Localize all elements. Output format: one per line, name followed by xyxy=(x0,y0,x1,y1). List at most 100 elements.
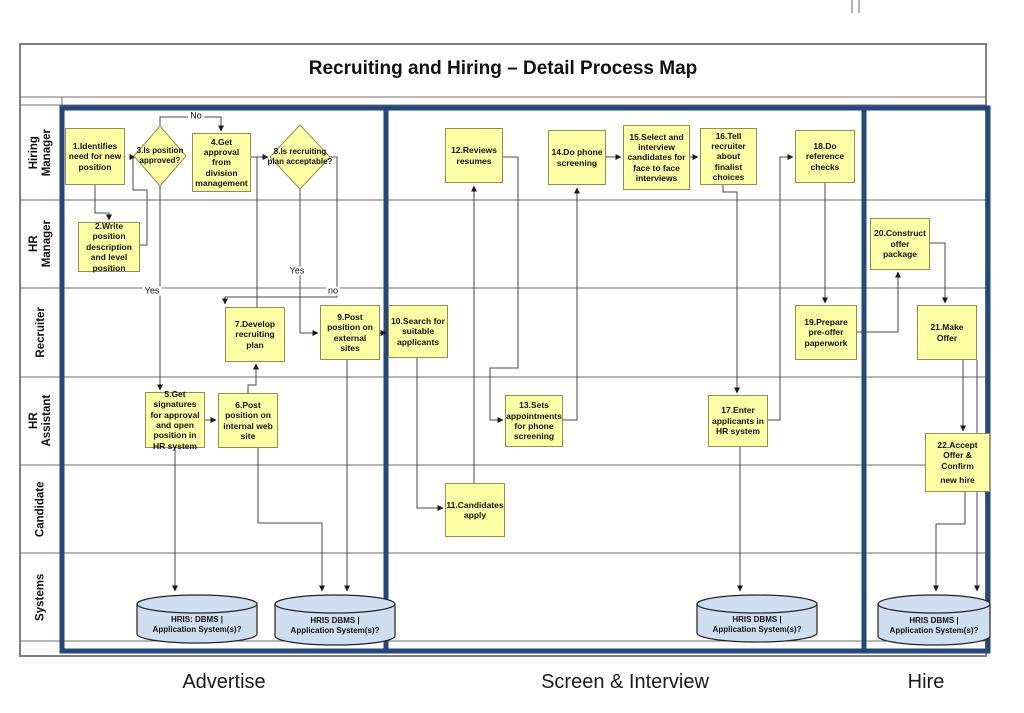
phase-label-advertise: Advertise xyxy=(182,671,266,693)
edge-label-yes-1: Yes xyxy=(142,285,162,296)
lane-label-systems: Systems xyxy=(21,553,61,641)
datastore-label-line: HRIS DBMS | xyxy=(732,614,782,624)
process-box-label: 2.Write position description and level p… xyxy=(86,221,132,273)
process-box-label: 4.Get approval from division management xyxy=(195,136,248,189)
process-box-label: 21.Make Offer xyxy=(930,322,964,343)
datastore-cylinder-lid xyxy=(877,603,991,614)
decision-diamond-d8 xyxy=(269,124,331,190)
lane-label-text: Candidate xyxy=(34,481,47,537)
process-box-10: 10.Search for suitable applicants xyxy=(388,305,448,358)
process-box-7: 7.Develop recruiting plan xyxy=(225,307,285,362)
process-box-label: 10.Search for suitable applicants xyxy=(391,315,445,347)
decision-label-d8: 8.Is recruiting plan acceptable? xyxy=(267,147,333,166)
datastore-cylinder-c1 xyxy=(136,594,258,644)
lane-label-text: HR Manager xyxy=(28,220,54,268)
page-title: Recruiting and Hiring – Detail Process M… xyxy=(308,58,698,79)
lane-label-hr-manager: HR Manager xyxy=(21,200,61,288)
edge-label-no-0: No xyxy=(188,110,204,121)
process-box-label: 9.Post position on external sites xyxy=(327,311,373,353)
datastore-cylinder-lid xyxy=(136,603,258,614)
process-box-label: 20.Construct offer package xyxy=(874,228,926,260)
edge-16-17 xyxy=(722,185,740,394)
process-box-1: 1.Identifies need for new position xyxy=(65,128,125,185)
datastore-label-c1: HRIS: DBMS |Application System(s)? xyxy=(137,610,257,640)
process-box-15: 15.Select and interview candidates for f… xyxy=(623,125,690,190)
lane-label-text: Systems xyxy=(34,573,47,621)
datastore-label-line: Application System(s)? xyxy=(290,626,380,635)
process-box-17: 17.Enter applicants in HR system xyxy=(708,395,768,447)
lane-label-hr-assistant: HR Assistant xyxy=(21,377,61,465)
edge-6-c2 xyxy=(257,448,325,592)
datastore-label-line: HRIS DBMS | xyxy=(310,616,360,626)
process-box-11: 11.Candidates apply xyxy=(445,483,505,537)
process-box-label: 16.Tell recruiter about finalist choices xyxy=(711,130,746,183)
datastore-label-c4: HRIS DBMS |Application System(s)? xyxy=(878,610,990,642)
lane-label-recruiter: Recruiter xyxy=(21,288,61,377)
process-box-22: 22.Accept Offer & Confirm new hire xyxy=(925,433,990,492)
process-box-6: 6.Post position on internal web site xyxy=(218,393,278,448)
datastore-label-line: Application System(s)? xyxy=(712,624,802,634)
edge-22-c4 xyxy=(933,492,966,592)
datastore-label-line: Application System(s)? xyxy=(152,625,242,634)
edge-19-20 xyxy=(857,271,901,333)
process-box-16: 16.Tell recruiter about finalist choices xyxy=(700,128,757,185)
process-box-4: 4.Get approval from division management xyxy=(192,133,251,192)
edge-17-18 xyxy=(768,154,794,421)
datastore-cylinder-c4 xyxy=(877,594,991,646)
process-box-label: 5.Get signatures for approval and open p… xyxy=(150,388,200,451)
process-box-label: 11.Candidates apply xyxy=(446,499,504,520)
datastore-label-c3: HRIS DBMS |Application System(s)? xyxy=(697,610,817,639)
phase-border-hire xyxy=(861,105,991,654)
process-box-19: 19.Prepare pre-offer paperwork xyxy=(795,305,857,360)
process-box-label: 7.Develop recruiting plan xyxy=(234,318,276,350)
datastore-label-c2: HRIS DBMS |Application System(s)? xyxy=(275,610,395,642)
phase-label-hire: Hire xyxy=(907,671,945,693)
process-box-5: 5.Get signatures for approval and open p… xyxy=(145,388,205,451)
process-box-label: 18.Do reference checks xyxy=(805,140,845,172)
datastore-cylinder-lid xyxy=(696,603,818,614)
decision-diamond-d3 xyxy=(133,125,187,187)
edge-1-2 xyxy=(94,185,112,221)
process-box-21: 21.Make Offer xyxy=(917,305,977,360)
lane-label-candidate: Candidate xyxy=(21,465,61,553)
process-box-label: 6.Post position on internal web site xyxy=(223,399,273,441)
lane-label-text: HR Assistant xyxy=(28,395,54,447)
edge-13-14 xyxy=(563,187,580,421)
datastore-cylinder-c2 xyxy=(274,594,396,646)
phase-label-screen-interview: Screen & Interview xyxy=(541,671,709,693)
edge-label-yes-2: Yes xyxy=(287,265,307,276)
process-box-9: 9.Post position on external sites xyxy=(320,305,380,360)
process-box-label: 15.Select and interview candidates for f… xyxy=(627,131,686,184)
datastore-label-line: HRIS DBMS | xyxy=(909,616,959,626)
process-box-label-secondary: new hire xyxy=(940,474,975,485)
process-box-2: 2.Write position description and level p… xyxy=(78,221,140,273)
datastore-label-line: HRIS: DBMS | xyxy=(170,615,223,625)
edge-6-7 xyxy=(247,363,259,393)
datastore-cylinder-lid xyxy=(274,603,396,614)
process-box-label: 22.Accept Offer & Confirm xyxy=(937,439,978,471)
process-box-label: 12.Reviews resumes xyxy=(451,145,497,166)
lane-label-hiring-manager: Hiring Manager xyxy=(21,105,61,200)
edge-d8-7 xyxy=(222,156,338,305)
process-box-label: 1.Identifies need for new position xyxy=(68,140,122,172)
process-box-12: 12.Reviews resumes xyxy=(445,128,503,183)
edge-20-21 xyxy=(930,242,948,304)
datastore-cylinder-c3 xyxy=(696,594,818,643)
datastore-label-line: Application System(s)? xyxy=(889,626,979,635)
process-box-18: 18.Do reference checks xyxy=(795,130,855,183)
lane-label-text: Recruiter xyxy=(34,307,47,358)
lane-label-text: Hiring Manager xyxy=(28,128,54,177)
process-box-label: 14.Do phone screening xyxy=(551,147,603,168)
process-box-label: 19.Prepare pre-offer paperwork xyxy=(804,316,848,348)
process-box-13: 13.Sets appointments for phone screening xyxy=(505,395,563,447)
edge-label-no-3: no xyxy=(325,285,341,296)
edge-12-13 xyxy=(489,156,519,423)
process-box-label: 13.Sets appointments for phone screening xyxy=(506,400,562,442)
process-box-20: 20.Construct offer package xyxy=(870,218,930,270)
edge-d8-9 xyxy=(299,189,319,336)
edge-2-d3 xyxy=(129,154,148,246)
edge-10-11 xyxy=(416,358,444,511)
decision-label-d3: 3.Is position approved? xyxy=(136,146,184,165)
